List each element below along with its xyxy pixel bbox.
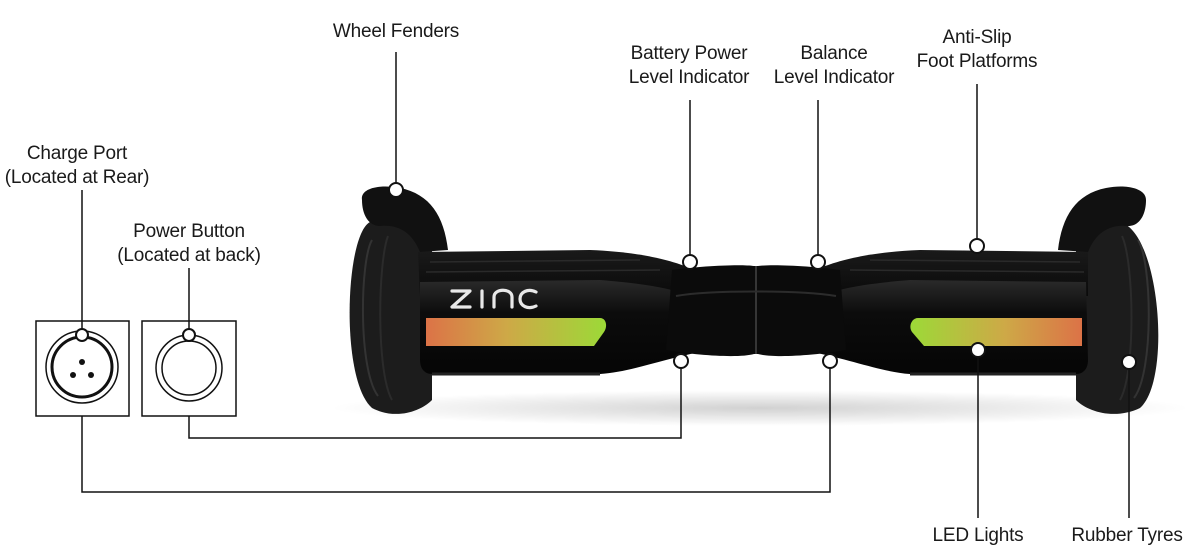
leader-lines [81,52,1130,518]
marker-foot-platforms [969,238,985,254]
marker-charge-port-location [822,353,838,369]
marker-power-button [182,328,196,342]
label-rubber-tyres: Rubber Tyres [1071,525,1183,546]
right-fender [1058,186,1146,252]
marker-battery-indicator [682,254,698,270]
right-led-strip [910,318,1082,346]
label-foot-platforms: Anti-Slip Foot Platforms [916,27,1038,72]
marker-balance-indicator [810,254,826,270]
brand-logo [450,288,538,310]
left-fender [361,186,448,252]
label-battery-indicator: Battery Power Level Indicator [628,43,750,88]
marker-led-lights [970,342,986,358]
left-tyre [349,217,432,414]
callout-markers [75,182,1137,370]
floor-shadow [330,390,1189,426]
left-led-strip [426,318,607,346]
label-charge-port: Charge Port (Located at Rear) [4,143,150,188]
label-wheel-fenders: Wheel Fenders [332,21,460,42]
label-power-button: Power Button (Located at back) [117,221,261,266]
label-led-lights: LED Lights [932,525,1024,546]
marker-power-button-location [673,353,689,369]
marker-wheel-fenders [388,182,404,198]
right-tyre [1076,218,1159,414]
hoverboard [349,186,1159,414]
marker-charge-port [75,328,89,342]
label-balance-indicator: Balance Level Indicator [773,43,895,88]
marker-rubber-tyres [1121,354,1137,370]
